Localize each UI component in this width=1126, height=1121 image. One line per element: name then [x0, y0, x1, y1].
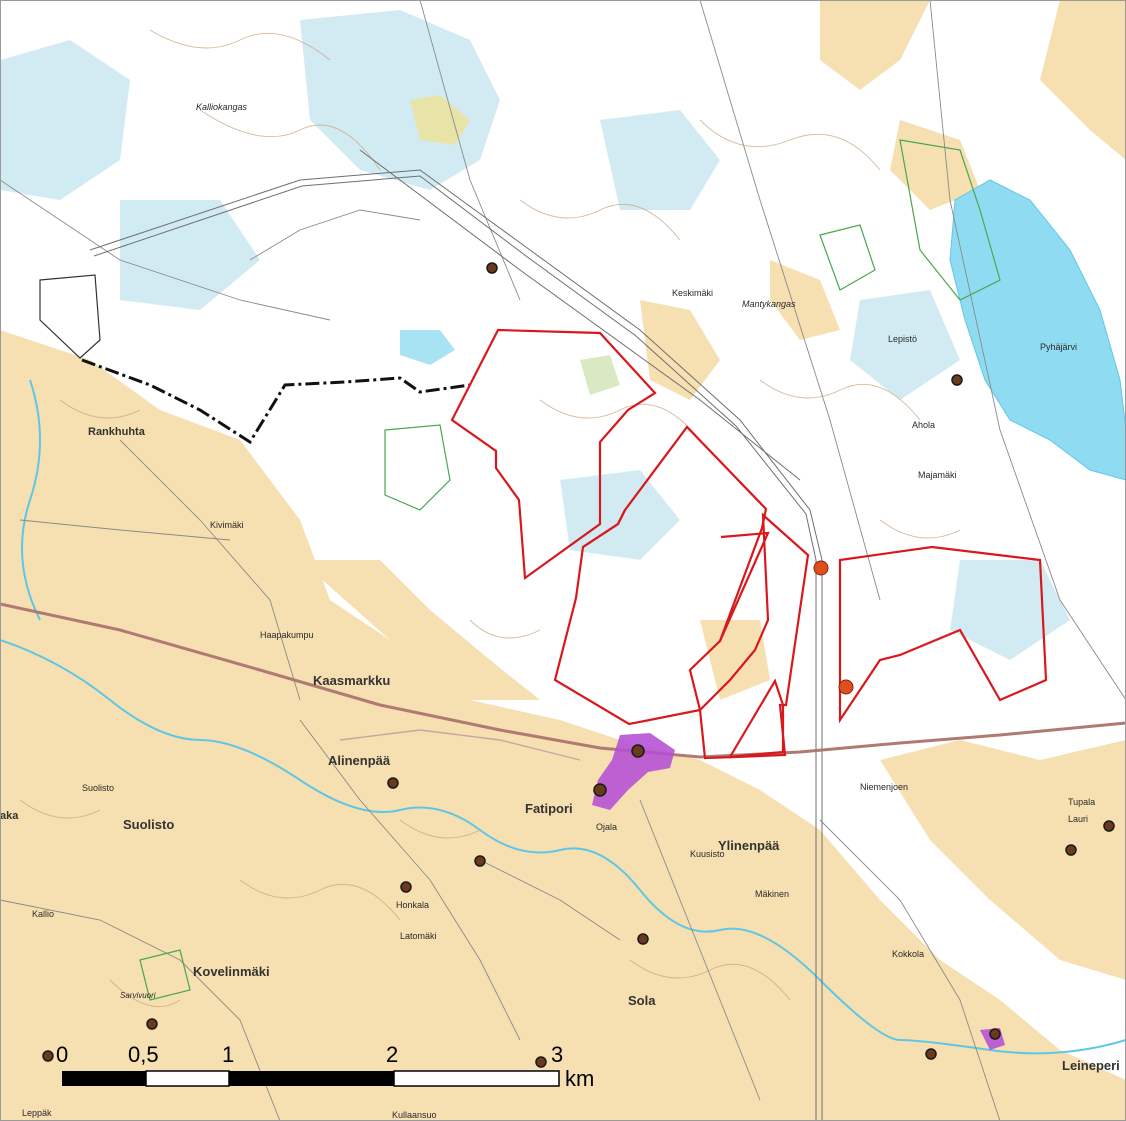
highlight-marker[interactable] [813, 560, 829, 576]
site-marker[interactable] [486, 262, 498, 274]
small-pond [400, 330, 455, 365]
scale-bar: 0 0,5 1 2 3 km [56, 1042, 594, 1091]
site-marker[interactable] [989, 1028, 1001, 1040]
site-marker[interactable] [387, 777, 399, 789]
scale-tick-label: 1 [222, 1042, 234, 1067]
scale-tick-label: 2 [386, 1042, 398, 1067]
lake-pyhajarvi [949, 179, 1126, 481]
place-label: Kivimäki [210, 520, 244, 530]
place-label: Mantykangas [742, 299, 796, 309]
place-label: Pyhäjärvi [1040, 342, 1077, 352]
site-marker[interactable] [637, 933, 649, 945]
place-label: Majamäki [918, 470, 957, 480]
site-markers [42, 262, 1115, 1068]
place-label: Leppäk [22, 1108, 52, 1118]
place-label: Kallio [32, 909, 54, 919]
site-marker[interactable] [400, 881, 412, 893]
place-label: Sola [628, 993, 656, 1008]
cable-route-dashed [81, 358, 471, 445]
site-marker[interactable] [951, 374, 963, 386]
place-label: Lauri [1068, 814, 1088, 824]
place-label: Tupala [1068, 797, 1095, 807]
place-label: Fatipori [525, 801, 573, 816]
place-label: Kalliokangas [196, 102, 248, 112]
rivers [0, 379, 1126, 1055]
site-marker[interactable] [535, 1056, 547, 1068]
place-label: Latomäki [400, 931, 437, 941]
scale-tick-label: 3 [551, 1042, 563, 1067]
site-marker[interactable] [631, 744, 645, 758]
scale-segment [393, 1070, 560, 1087]
place-label: Kokkola [892, 949, 924, 959]
place-label: Lepistö [888, 334, 917, 344]
scale-segment [229, 1071, 394, 1086]
project-area-boundary [450, 328, 1048, 760]
scale-tick-label: 0 [56, 1042, 68, 1067]
place-label: Honkala [396, 900, 429, 910]
place-label: Rankhuhta [88, 426, 146, 438]
site-marker[interactable] [1103, 820, 1115, 832]
place-label: Alinenpää [328, 753, 391, 768]
place-label: Sarvivuori [120, 991, 156, 1000]
place-label: Kuusisto [690, 849, 725, 859]
place-label: Ojala [596, 822, 617, 832]
place-label: Ahola [912, 420, 935, 430]
main-highway [0, 602, 1126, 759]
marsh-areas [0, 10, 1070, 660]
highlight-marker[interactable] [838, 679, 854, 695]
site-marker[interactable] [42, 1050, 54, 1062]
substation-outline [39, 274, 101, 359]
place-label: Kovelinmäki [193, 964, 270, 979]
highlight-markers [813, 560, 854, 695]
site-marker[interactable] [146, 1018, 158, 1030]
power-lines [89, 149, 823, 1121]
place-label: Niemenjoen [860, 782, 908, 792]
place-label: Haapakumpu [260, 630, 314, 640]
scale-tick-label: 0,5 [128, 1042, 159, 1067]
place-label: Mäkinen [755, 889, 789, 899]
secondary-road [339, 729, 581, 761]
site-marker[interactable] [474, 855, 486, 867]
place-label: Suolisto [123, 817, 174, 832]
place-label: Kullaansuo [392, 1110, 437, 1120]
place-label: Leineperi [1062, 1058, 1120, 1073]
place-labels: Kaasmarkku Alinenpää Fatipori Suolisto Y… [0, 102, 1120, 1120]
place-label: Suolisto [82, 783, 114, 793]
nature-reserve-boundaries [139, 139, 1001, 1001]
place-label: Kaasmarkku [313, 673, 390, 688]
place-label: Keskimäki [672, 288, 713, 298]
scale-segment [62, 1071, 146, 1086]
contour-lines [19, 29, 961, 1008]
site-marker[interactable] [1065, 844, 1077, 856]
green-patch [580, 355, 620, 395]
place-label: Ylinenpää [718, 838, 780, 853]
scale-unit: km [565, 1066, 594, 1091]
scale-segment [145, 1070, 230, 1087]
clearing-area [410, 95, 470, 145]
site-marker[interactable] [593, 783, 607, 797]
place-label: aka [0, 810, 19, 822]
site-marker[interactable] [925, 1048, 937, 1060]
